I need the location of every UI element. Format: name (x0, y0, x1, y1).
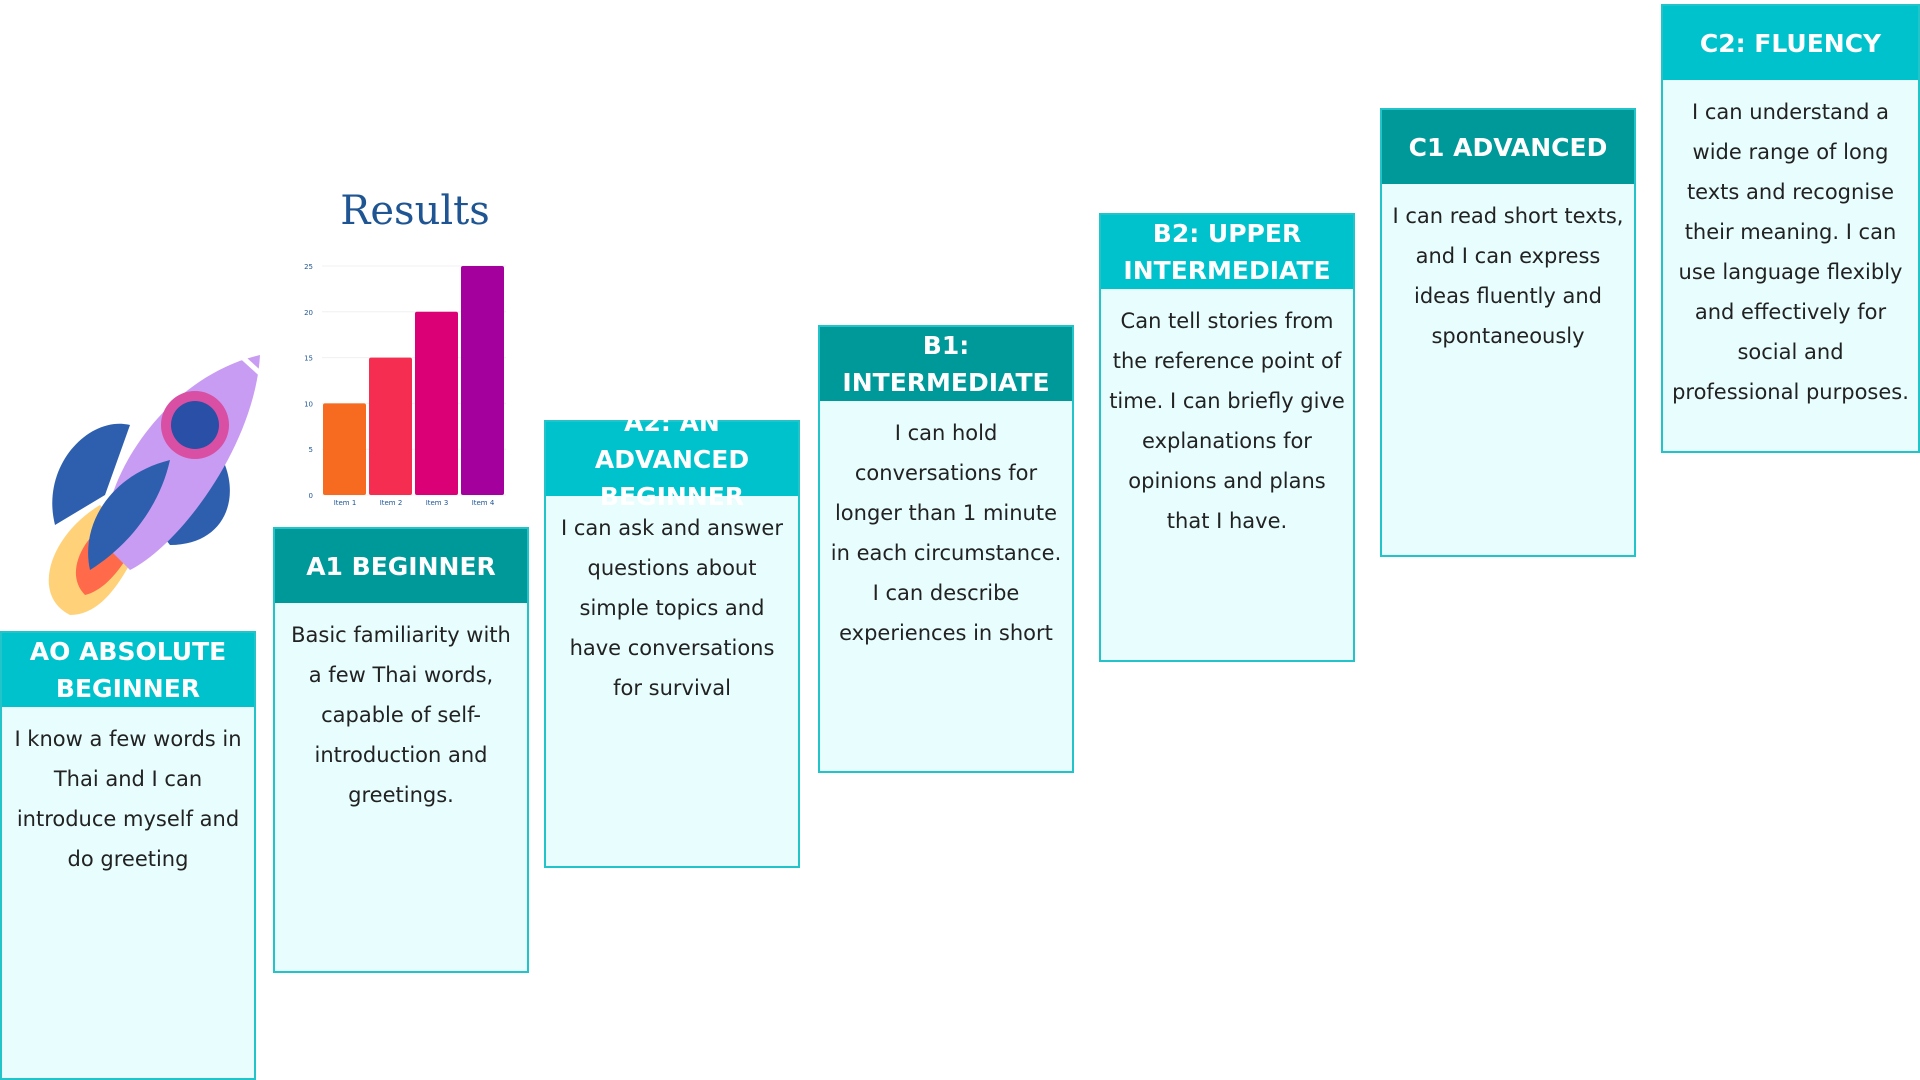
rocket-illustration (48, 353, 264, 615)
y-tick-label: 20 (304, 309, 313, 317)
bar-2 (369, 357, 412, 495)
level-description: I know a few words in Thai and I can int… (14, 727, 242, 871)
bar-1 (323, 403, 366, 495)
x-tick-label: Item 2 (380, 499, 403, 507)
x-tick-label: Item 3 (426, 499, 449, 507)
x-tick-label: Item 1 (334, 499, 357, 507)
level-title: A2: AN ADVANCED BEGINNER (546, 408, 798, 511)
chart-title: Results (340, 188, 490, 234)
level-card-b1: B1: INTERMEDIATE I can hold conversation… (818, 325, 1074, 773)
level-title: B1: INTERMEDIATE (820, 327, 1072, 401)
level-title: C2: FLUENCY (1663, 6, 1918, 80)
level-description: I can read short texts, and I can expres… (1392, 204, 1624, 348)
level-description: I can hold conversations for longer than… (830, 421, 1062, 645)
level-description: Basic familiarity with a few Thai words,… (291, 623, 511, 807)
level-description: Can tell stories from the reference poin… (1109, 309, 1345, 533)
bar-4 (461, 266, 504, 495)
level-title: C1 ADVANCED (1382, 110, 1634, 184)
y-tick-label: 5 (309, 446, 313, 454)
level-title: AO ABSOLUTE BEGINNER (2, 633, 254, 707)
level-card-a2: A2: AN ADVANCED BEGINNER I can ask and a… (544, 408, 800, 868)
level-description: I can understand a wide range of long te… (1672, 100, 1909, 404)
level-card-c1: C1 ADVANCED I can read short texts, and … (1380, 108, 1636, 557)
y-tick-label: 15 (304, 355, 313, 363)
level-card-a1: A1 BEGINNER Basic familiarity with a few… (273, 527, 529, 973)
x-tick-label: Item 4 (472, 499, 495, 507)
level-title: A1 BEGINNER (275, 529, 527, 603)
level-description: I can ask and answer questions about sim… (561, 516, 783, 700)
bar-3 (415, 311, 458, 495)
y-tick-label: 10 (304, 400, 313, 408)
level-card-a0: AO ABSOLUTE BEGINNER I know a few words … (0, 631, 256, 1080)
y-tick-label: 0 (309, 492, 313, 500)
level-card-c2: C2: FLUENCY I can understand a wide rang… (1661, 4, 1920, 453)
level-title: B2: UPPER INTERMEDIATE (1101, 215, 1353, 289)
level-card-b2: B2: UPPER INTERMEDIATE Can tell stories … (1099, 213, 1355, 662)
y-tick-label: 25 (304, 263, 313, 271)
